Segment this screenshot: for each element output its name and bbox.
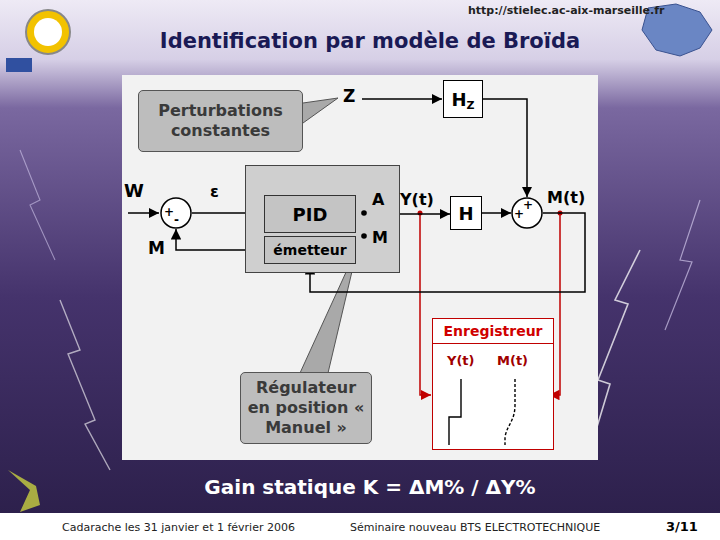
- node-text: émetteur: [273, 242, 346, 258]
- sign-mark: +: [514, 207, 524, 221]
- switch-contact: [361, 210, 367, 216]
- url-text: http://stielec.ac-aix-marseille.fr: [468, 4, 664, 17]
- footer-text: Séminaire nouveau BTS ELECTROTECHNIQUE: [350, 521, 600, 534]
- academy-logo: [34, 18, 62, 46]
- switch-contact: [361, 233, 367, 239]
- controller-housing: PID émetteur: [245, 165, 400, 273]
- signal-name: Z: [343, 86, 355, 106]
- formula-caption: Gain statique K = ΔM% / ΔY%: [120, 475, 620, 499]
- setpoint-wire: [128, 212, 159, 214]
- lightning: [665, 200, 700, 330]
- sign-mark: +: [523, 198, 533, 212]
- pid-box: PID: [264, 195, 356, 233]
- footer-logo: [8, 470, 40, 512]
- flag-logo: [6, 58, 32, 72]
- lightning: [60, 300, 110, 470]
- junction-circle: [161, 198, 191, 228]
- academy-logo: [26, 10, 70, 54]
- signal-connector: [482, 212, 511, 214]
- trace-name: M(t): [497, 353, 528, 368]
- recorder-traces: [433, 377, 545, 447]
- measure-trace: [449, 379, 461, 445]
- node-text: Régulateur en position « Manuel »: [247, 378, 365, 438]
- node-text: H: [451, 89, 466, 110]
- signal-name: ε: [210, 182, 219, 201]
- junction-circle: [512, 198, 542, 228]
- output-trace: [505, 379, 515, 445]
- trace-name: Y(t): [447, 353, 475, 368]
- perturbation-callout: Perturbations constantes: [138, 90, 303, 152]
- transfer-box: HZ: [443, 80, 483, 118]
- recorder-box: EnregistreurY(t) M(t): [432, 318, 554, 450]
- node-text: Perturbations constantes: [145, 101, 296, 141]
- signal-name: M(t): [547, 188, 585, 207]
- node-text: H: [458, 203, 473, 224]
- signal-connector: [483, 99, 527, 197]
- node-text: PID: [293, 204, 328, 225]
- transmitter-box: émetteur: [264, 236, 356, 264]
- footer-band: [0, 513, 720, 540]
- diagram-panel: [122, 75, 598, 460]
- switch-position: A: [372, 190, 384, 209]
- transfer-box: H: [450, 196, 482, 230]
- summing-junction: ++: [511, 197, 543, 229]
- lightning: [20, 150, 55, 260]
- slide-title: Identification par modèle de Broïda: [110, 29, 630, 53]
- recorder-wire: [420, 213, 431, 395]
- signal-name: W: [124, 180, 144, 201]
- page-number: 3/11: [666, 519, 698, 534]
- signal-name: Y(t): [400, 190, 434, 209]
- recorder-title: Enregistreur: [433, 319, 553, 344]
- switch-position: M: [372, 228, 388, 247]
- sign-mark: +: [164, 205, 174, 219]
- node-text: Z: [467, 99, 475, 112]
- summing-junction: +-: [160, 197, 192, 229]
- sign-mark: -: [174, 213, 179, 227]
- disturbance-wire: [362, 98, 442, 100]
- footer-text: Cadarache les 31 janvier et 1 février 20…: [62, 521, 295, 534]
- mode-callout: Régulateur en position « Manuel »: [240, 372, 372, 444]
- signal-name: M: [148, 238, 165, 258]
